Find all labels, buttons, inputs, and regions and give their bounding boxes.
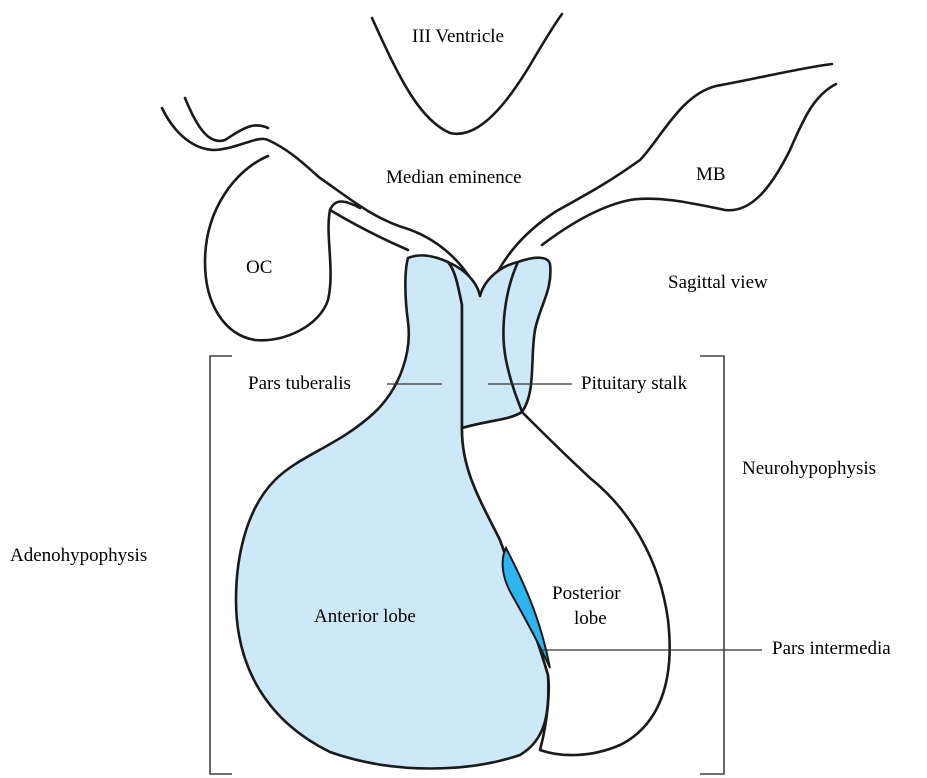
adenohypophysis-label: Adenohypophysis bbox=[10, 545, 147, 567]
adenohypophysis-bracket bbox=[210, 356, 232, 774]
third-ventricle-label: III Ventricle bbox=[412, 26, 504, 48]
pituitary-stalk-label: Pituitary stalk bbox=[581, 373, 687, 395]
optic-tract-outline bbox=[185, 98, 268, 141]
posterior-lobe-label-line2: lobe bbox=[574, 608, 607, 630]
posterior-lobe-label-line1: Posterior bbox=[552, 583, 621, 605]
optic-chiasm-outline bbox=[205, 156, 360, 340]
anterior-lobe-label: Anterior lobe bbox=[314, 606, 416, 628]
stalk-upper-shape bbox=[448, 258, 550, 428]
median-eminence-floor bbox=[330, 210, 408, 250]
oc-label: OC bbox=[246, 257, 272, 279]
pars-tuberalis-label: Pars tuberalis bbox=[248, 373, 351, 395]
neurohypophysis-bracket bbox=[700, 356, 724, 774]
sagittal-view-label: Sagittal view bbox=[668, 272, 768, 294]
mammillary-body-outline bbox=[542, 84, 836, 245]
mb-label: MB bbox=[696, 164, 726, 186]
pars-intermedia-label: Pars intermedia bbox=[772, 638, 891, 660]
neurohypophysis-label: Neurohypophysis bbox=[742, 458, 876, 480]
median-eminence-label: Median eminence bbox=[386, 167, 522, 189]
